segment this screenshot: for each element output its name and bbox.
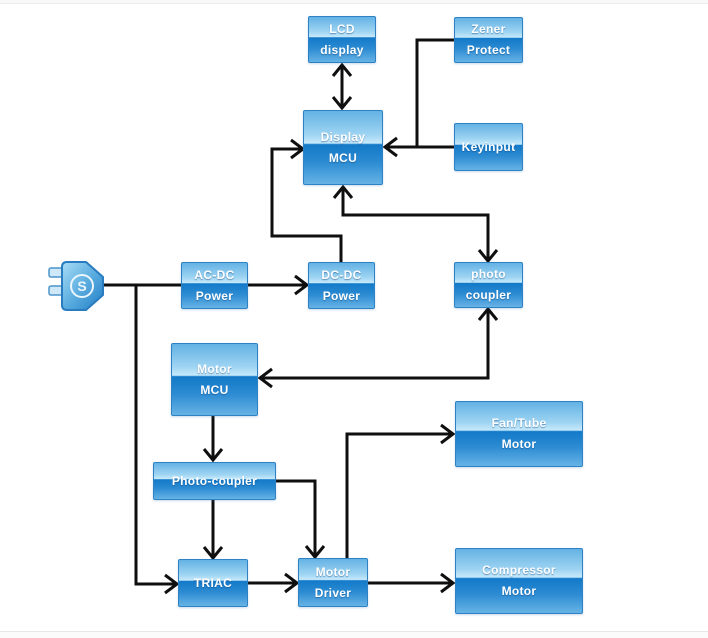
node-label: TRIAC <box>193 575 233 590</box>
connector-motor-driver-compressor <box>368 572 456 594</box>
node-label: Protect <box>466 43 511 57</box>
node-label: DC-DC <box>321 267 362 282</box>
connector-motor-mcu-photo-coupler-2 <box>202 416 224 463</box>
node-label: Keyinput <box>461 139 516 154</box>
bottom-frame-strip <box>0 631 708 638</box>
node-label: LCD <box>329 21 355 36</box>
node-label: AC-DC <box>194 267 235 282</box>
node-display-mcu[interactable]: Display MCU <box>303 110 383 185</box>
node-label: coupler <box>465 288 512 302</box>
connector-display-mcu-photo-coupler <box>332 184 499 264</box>
node-label: MCU <box>200 382 229 397</box>
node-dc-dc-power[interactable]: DC-DC Power <box>308 262 375 309</box>
connector-motor-driver-fan-tube <box>345 423 456 558</box>
connector-zener-branch <box>415 38 454 147</box>
node-label: Zener <box>471 22 506 36</box>
node-label: Power <box>195 288 234 303</box>
connector-photo-coupler-motor-mcu <box>257 306 499 389</box>
plug-body <box>61 261 104 311</box>
node-label: Motor <box>501 584 537 598</box>
node-ac-dc-power[interactable]: AC-DC Power <box>181 262 248 309</box>
node-label: Motor <box>197 361 232 376</box>
node-fan-tube-motor[interactable]: Fan/Tube Motor <box>455 401 583 467</box>
node-motor-driver[interactable]: Motor Driver <box>298 558 368 607</box>
node-photo-coupler-2[interactable]: Photo-coupler <box>153 462 276 500</box>
node-triac[interactable]: TRIAC <box>178 559 248 607</box>
node-label: Photo-coupler <box>171 473 258 488</box>
node-label: Compressor <box>482 563 556 577</box>
node-keyinput[interactable]: Keyinput <box>454 123 523 171</box>
connector-triac-motor-driver <box>248 572 300 594</box>
node-compressor-motor[interactable]: Compressor Motor <box>455 548 583 614</box>
node-label: Power <box>322 288 361 303</box>
power-plug-symbol[interactable]: S <box>48 261 104 311</box>
plug-letter: S <box>77 278 86 294</box>
connector-lcd-display-mcu <box>331 62 353 111</box>
node-label: Fan/Tube <box>491 416 547 430</box>
connector-photo-coupler-2-motor-driver <box>276 479 326 560</box>
node-photo-coupler[interactable]: photo coupler <box>454 262 523 308</box>
plug-ring <box>70 274 94 298</box>
node-label: photo <box>471 267 506 281</box>
node-label: Driver <box>314 585 352 600</box>
node-motor-mcu[interactable]: Motor MCU <box>171 343 258 416</box>
connector-keyinput-display-mcu <box>382 136 454 158</box>
node-lcd-display[interactable]: LCD display <box>308 16 376 63</box>
node-label: Motor <box>501 437 537 451</box>
node-label: Motor <box>315 564 351 579</box>
connector-plug-triac <box>134 285 180 595</box>
node-label: MCU <box>328 150 358 165</box>
connector-photo-coupler-2-triac <box>202 500 224 561</box>
connector-acdc-dcdc <box>248 274 310 296</box>
node-label: Display <box>320 129 366 144</box>
node-zener-protect[interactable]: Zener Protect <box>454 17 523 63</box>
node-label: display <box>320 42 364 57</box>
top-frame-strip <box>0 0 708 4</box>
